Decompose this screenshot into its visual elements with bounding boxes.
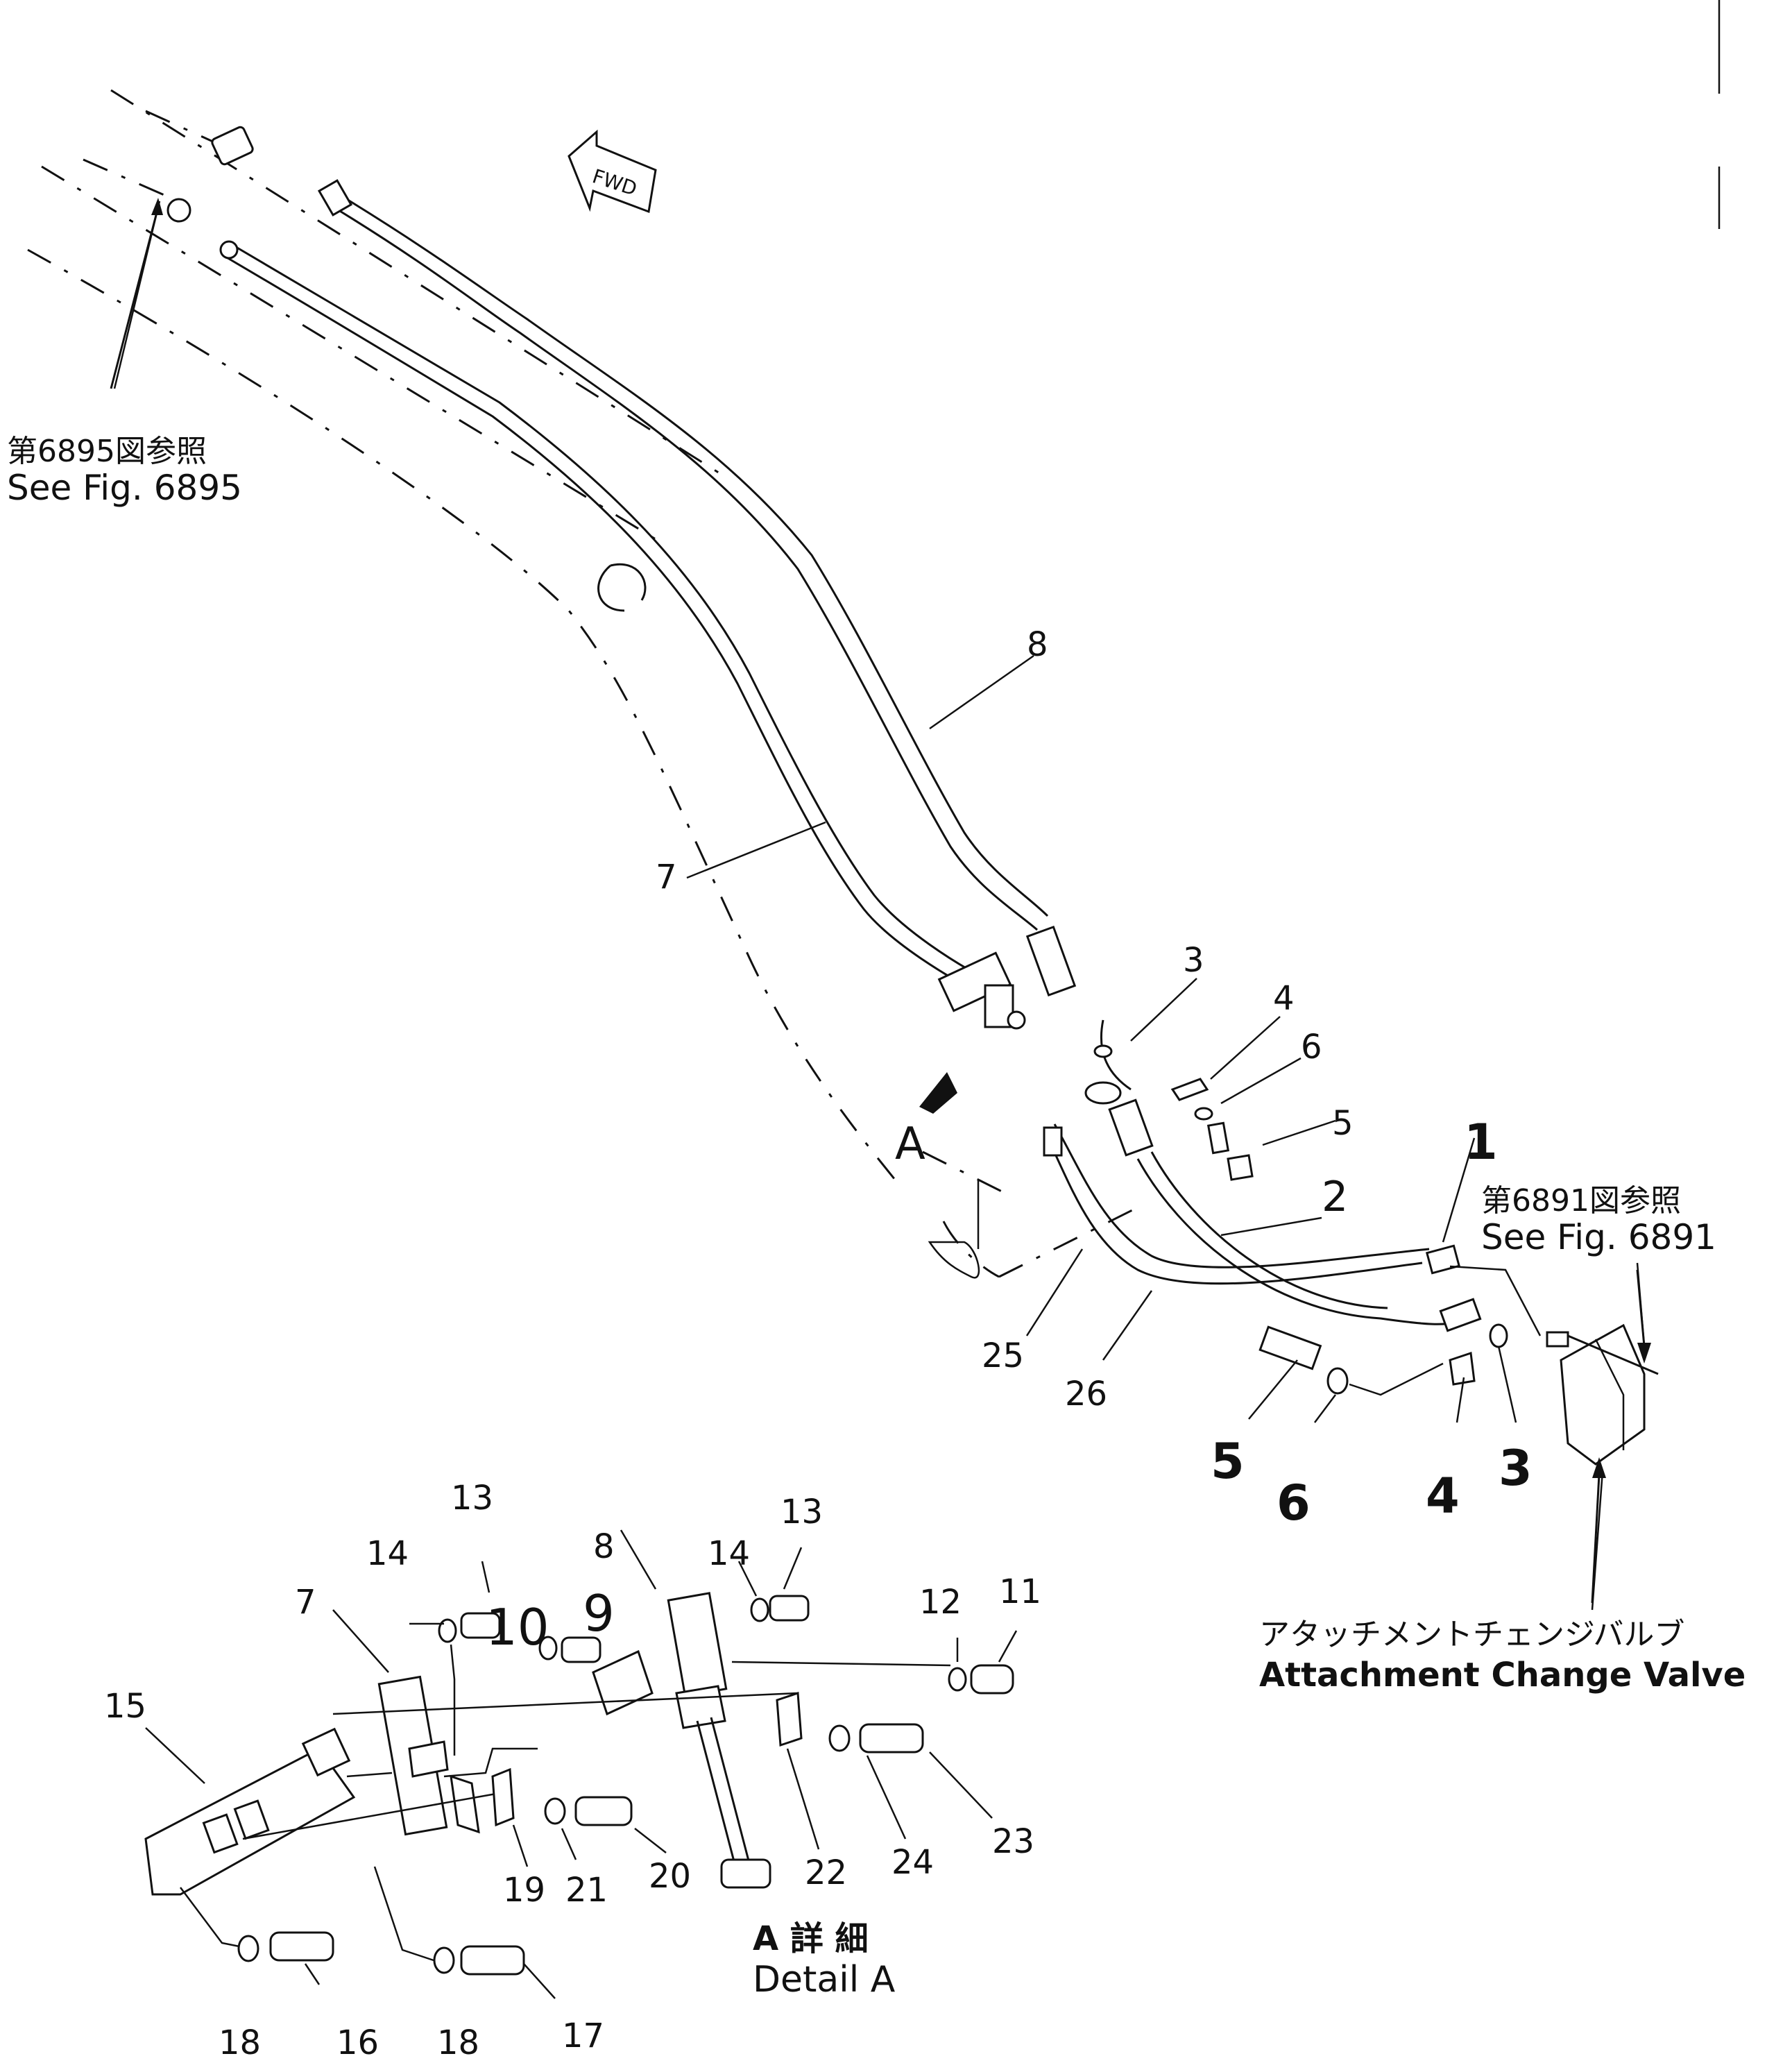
flange-hoses — [1043, 1081, 1482, 1332]
detail-a-arrow — [919, 1072, 957, 1114]
callout-6-lg: 6 — [1277, 1475, 1311, 1531]
detail-callout-13b: 13 — [780, 1493, 823, 1531]
detail-callout-9: 9 — [583, 1584, 615, 1642]
callout-3-lg: 3 — [1499, 1440, 1533, 1497]
loose-parts-bottom — [1258, 1323, 1508, 1396]
detail-callout-19: 19 — [503, 1871, 545, 1910]
ref-6891-en: See Fig. 6891 — [1481, 1217, 1716, 1257]
detail-callout-22: 22 — [805, 1853, 847, 1892]
detail-callout-14a: 14 — [366, 1534, 409, 1573]
callout-4: 4 — [1273, 979, 1295, 1018]
callout-5-lg: 5 — [1211, 1433, 1245, 1490]
ref-6895-jp: 第6895図参照 — [7, 434, 207, 469]
ref-6891-jp: 第6891図参照 — [1481, 1183, 1681, 1219]
detail-a-jp: A 詳 細 — [753, 1919, 869, 1958]
callout-4-lg: 4 — [1426, 1468, 1460, 1525]
detail-a-en: Detail A — [753, 1959, 896, 2001]
loose-parts-top — [1093, 1044, 1254, 1181]
boom-outline — [27, 89, 1138, 1279]
detail-callout-18b: 18 — [437, 2023, 479, 2062]
callout-1: 1 — [1464, 1114, 1498, 1171]
detail-callout-16: 16 — [336, 2023, 379, 2062]
boom-pin — [597, 563, 647, 612]
detail-callout-12: 12 — [919, 1583, 962, 1622]
attachment-change-valve — [1449, 1265, 1659, 1466]
tube-7 — [219, 240, 986, 994]
detail-callout-7: 7 — [295, 1583, 316, 1622]
ref-6895-en: See Fig. 6895 — [7, 468, 242, 508]
detail-callout-23: 23 — [992, 1822, 1034, 1861]
detail-callout-20: 20 — [649, 1857, 691, 1896]
callout-26: 26 — [1065, 1375, 1107, 1413]
detail-callout-21: 21 — [565, 1871, 608, 1910]
fwd-arrow: FWD — [568, 129, 657, 214]
detail-callout-11: 11 — [999, 1572, 1041, 1611]
tube-8 — [317, 179, 1049, 931]
valve-label-en: Attachment Change Valve — [1259, 1656, 1746, 1695]
callout-3: 3 — [1183, 941, 1204, 980]
valve-label-jp: アタッチメントチェンジバルブ — [1259, 1617, 1684, 1652]
detail-callout-10: 10 — [486, 1598, 549, 1656]
detail-callout-24: 24 — [891, 1843, 934, 1882]
detail-callout-18a: 18 — [219, 2023, 261, 2062]
detail-callout-17: 17 — [562, 2017, 604, 2055]
tube-extension — [83, 110, 254, 223]
callout-8: 8 — [1027, 625, 1048, 664]
callout-6: 6 — [1301, 1028, 1322, 1067]
detail-a — [144, 1592, 1014, 1976]
callout-25: 25 — [982, 1336, 1024, 1375]
callout-2: 2 — [1322, 1173, 1348, 1221]
detail-callout-8: 8 — [593, 1527, 615, 1566]
detail-callout-15: 15 — [104, 1687, 146, 1726]
tube-clamp-assembly — [937, 925, 1132, 1091]
callout-7: 7 — [656, 858, 677, 897]
detail-callout-14b: 14 — [708, 1534, 750, 1573]
detail-a-marker: A — [895, 1119, 925, 1170]
detail-callout-13a: 13 — [451, 1479, 493, 1518]
arrows — [110, 198, 1651, 1604]
callout-5: 5 — [1332, 1104, 1354, 1143]
